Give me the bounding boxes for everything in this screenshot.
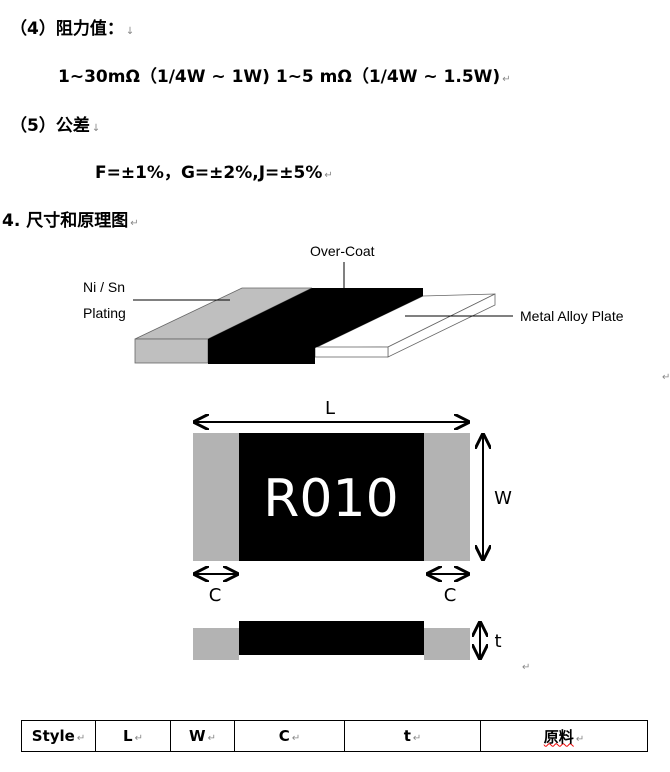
header-c: C↵ — [234, 720, 345, 752]
values-text: F=±1%，G=±2%,J=±5% — [95, 163, 323, 183]
right-terminal — [424, 433, 470, 561]
paragraph-mark: ↵ — [291, 733, 301, 744]
side-right-terminal — [424, 628, 470, 660]
values-text: 1~30mΩ（1/4W ~ 1W) 1~5 mΩ（1/4W ~ 1.5W) — [58, 67, 501, 87]
width-label: W — [494, 488, 512, 509]
side-body — [239, 621, 424, 655]
heading-text: （4）阻力值： — [10, 19, 124, 39]
resistor-top-view: R010 — [193, 433, 470, 561]
c-right-label: C — [444, 585, 457, 606]
over-coat-label: Over-Coat — [310, 243, 375, 259]
tolerance-heading: （5）公差↓ — [10, 111, 100, 136]
header-text: L — [123, 727, 133, 745]
resistance-heading: （4）阻力值：↓ — [10, 14, 134, 39]
over-coat-body — [208, 288, 423, 364]
spec-table: Style↵ L↵ W↵ C↵ t↵ 原料↵ — [21, 720, 648, 752]
table-header-row: Style↵ L↵ W↵ C↵ t↵ 原料↵ — [21, 720, 648, 752]
paragraph-mark: ↵ — [130, 218, 139, 229]
plating-label: Plating — [83, 305, 126, 321]
resistor-body — [239, 433, 424, 561]
resistor-marking: R010 — [263, 469, 398, 529]
metal-alloy-label: Metal Alloy Plate — [520, 308, 624, 324]
paragraph-mark: ↵ — [662, 372, 670, 383]
left-terminal — [193, 433, 239, 561]
heading-text: 4. 尺寸和原理图 — [2, 211, 129, 231]
line-break-mark: ↓ — [125, 26, 135, 37]
resistor-side-view — [193, 621, 470, 660]
plating-front — [134, 338, 209, 364]
thickness-label: t — [494, 631, 501, 652]
header-l: L↵ — [95, 720, 171, 752]
header-text: t — [403, 727, 411, 745]
resistance-values: 1~30mΩ（1/4W ~ 1W) 1~5 mΩ（1/4W ~ 1.5W)↵ — [58, 62, 511, 87]
header-style: Style↵ — [21, 720, 96, 752]
header-text: W — [189, 727, 206, 745]
line-break-mark: ↓ — [91, 123, 101, 134]
header-material: 原料↵ — [480, 720, 648, 752]
header-text: C — [278, 727, 290, 745]
header-t: t↵ — [344, 720, 481, 752]
side-left-terminal — [193, 628, 239, 660]
header-w: W↵ — [170, 720, 235, 752]
resistor-3d-view — [134, 287, 496, 364]
tolerance-values: F=±1%，G=±2%,J=±5%↵ — [95, 158, 333, 183]
paragraph-mark: ↵ — [324, 170, 333, 181]
ni-sn-label: Ni / Sn — [83, 279, 125, 295]
paragraph-mark: ↵ — [522, 662, 531, 673]
header-text: Style — [31, 727, 75, 745]
header-text: 原料 — [543, 727, 574, 746]
paragraph-mark: ↵ — [207, 733, 216, 744]
c-left-label: C — [209, 585, 222, 606]
heading-text: （5）公差 — [10, 116, 90, 136]
paragraph-mark: ↵ — [134, 733, 143, 744]
paragraph-mark: ↵ — [575, 733, 585, 745]
length-label: L — [325, 398, 335, 419]
paragraph-mark: ↵ — [502, 74, 511, 85]
paragraph-mark: ↵ — [412, 733, 422, 744]
dimension-heading: 4. 尺寸和原理图↵ — [2, 206, 139, 231]
paragraph-mark: ↵ — [76, 733, 86, 744]
metal-plate-front — [314, 346, 389, 358]
